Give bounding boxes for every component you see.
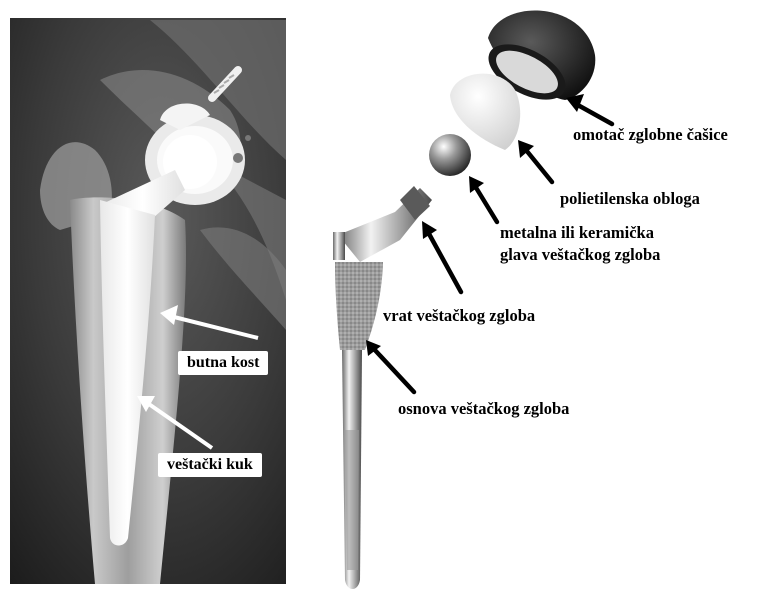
femoral-head [429,134,471,176]
xray-image [0,0,290,594]
head-label-line2: glava veštačkog zgloba [500,244,660,265]
femur-label: butna kost [178,351,268,375]
components-illustration [290,0,780,594]
stem-label: osnova veštačkog zgloba [398,398,569,419]
neck-label: vrat veštačkog zgloba [383,305,535,326]
implant-label: veštački kuk [158,453,262,477]
liner-label: polietilenska obloga [560,188,700,209]
cup-shell-label: omotač zglobne čašice [573,124,728,145]
femoral-stem [333,186,432,589]
head-label-line1: metalna ili keramička [500,222,654,243]
